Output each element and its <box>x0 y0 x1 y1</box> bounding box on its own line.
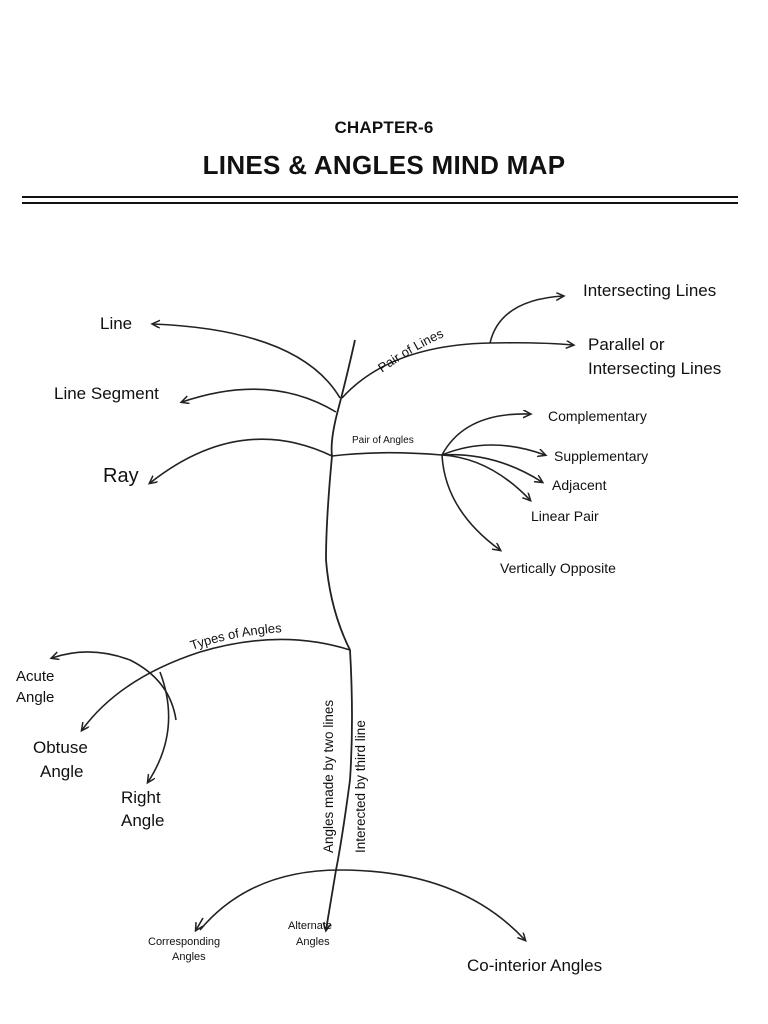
node-line: Line <box>100 314 132 333</box>
branch-bottom-arc <box>199 869 525 940</box>
pair-of-angles-label: Pair of Angles <box>352 435 414 446</box>
node-obtuse-2: Angle <box>40 762 83 781</box>
branch-linear-pair <box>441 454 530 500</box>
node-supplementary: Supplementary <box>554 448 648 464</box>
arrowhead-corresponding <box>196 917 204 930</box>
branch-vertically-opposite <box>441 454 500 550</box>
branch-pair-of-angles <box>331 451 443 457</box>
branch-adjacent <box>441 453 542 482</box>
node-linear-pair: Linear Pair <box>531 508 599 524</box>
pair-of-lines-label: Pair of Lines <box>370 325 451 377</box>
node-acute-2: Angle <box>16 689 54 706</box>
branch-line-segment <box>182 388 337 413</box>
page-title: LINES & ANGLES MIND MAP <box>202 150 566 180</box>
branch-right <box>148 671 170 782</box>
node-obtuse-1: Obtuse <box>33 738 88 757</box>
node-adjacent: Adjacent <box>552 477 607 493</box>
node-parallel-line1: Parallel or <box>588 335 665 354</box>
branch-pair-of-lines <box>341 343 573 399</box>
types-of-angles-label: Types of Angles <box>188 620 282 653</box>
branch-line <box>153 324 341 399</box>
branch-supplementary <box>441 444 545 455</box>
node-line-segment: Line Segment <box>54 384 159 403</box>
chapter-label: CHAPTER-6 <box>334 118 434 137</box>
node-right-2: Angle <box>121 811 164 830</box>
title-divider-bottom <box>22 202 738 204</box>
node-right-1: Right <box>121 788 161 807</box>
node-complementary: Complementary <box>548 408 647 424</box>
node-acute-1: Acute <box>16 668 54 685</box>
branch-ray <box>150 438 333 483</box>
node-parallel-line2: Intersecting Lines <box>588 359 721 378</box>
title-divider-top <box>22 196 738 198</box>
node-ray: Ray <box>103 465 139 487</box>
third-line-label: Interected by third line <box>353 720 368 853</box>
branch-intersecting-lines <box>489 296 563 344</box>
node-co-interior: Co-interior Angles <box>467 956 602 975</box>
two-lines-label: Angles made by two lines <box>321 700 336 853</box>
node-alternate-1: Alternate <box>288 920 332 932</box>
branch-acute <box>52 651 177 721</box>
node-alternate-2: Angles <box>296 936 330 948</box>
node-corresponding-1: Corresponding <box>148 936 220 948</box>
main-stem <box>326 339 356 930</box>
node-vertically-opposite: Vertically Opposite <box>500 560 616 576</box>
branch-complementary <box>441 414 530 456</box>
node-corresponding-2: Angles <box>172 951 206 963</box>
branch-types-of-angles <box>82 638 351 730</box>
node-intersecting-lines: Intersecting Lines <box>583 281 716 300</box>
